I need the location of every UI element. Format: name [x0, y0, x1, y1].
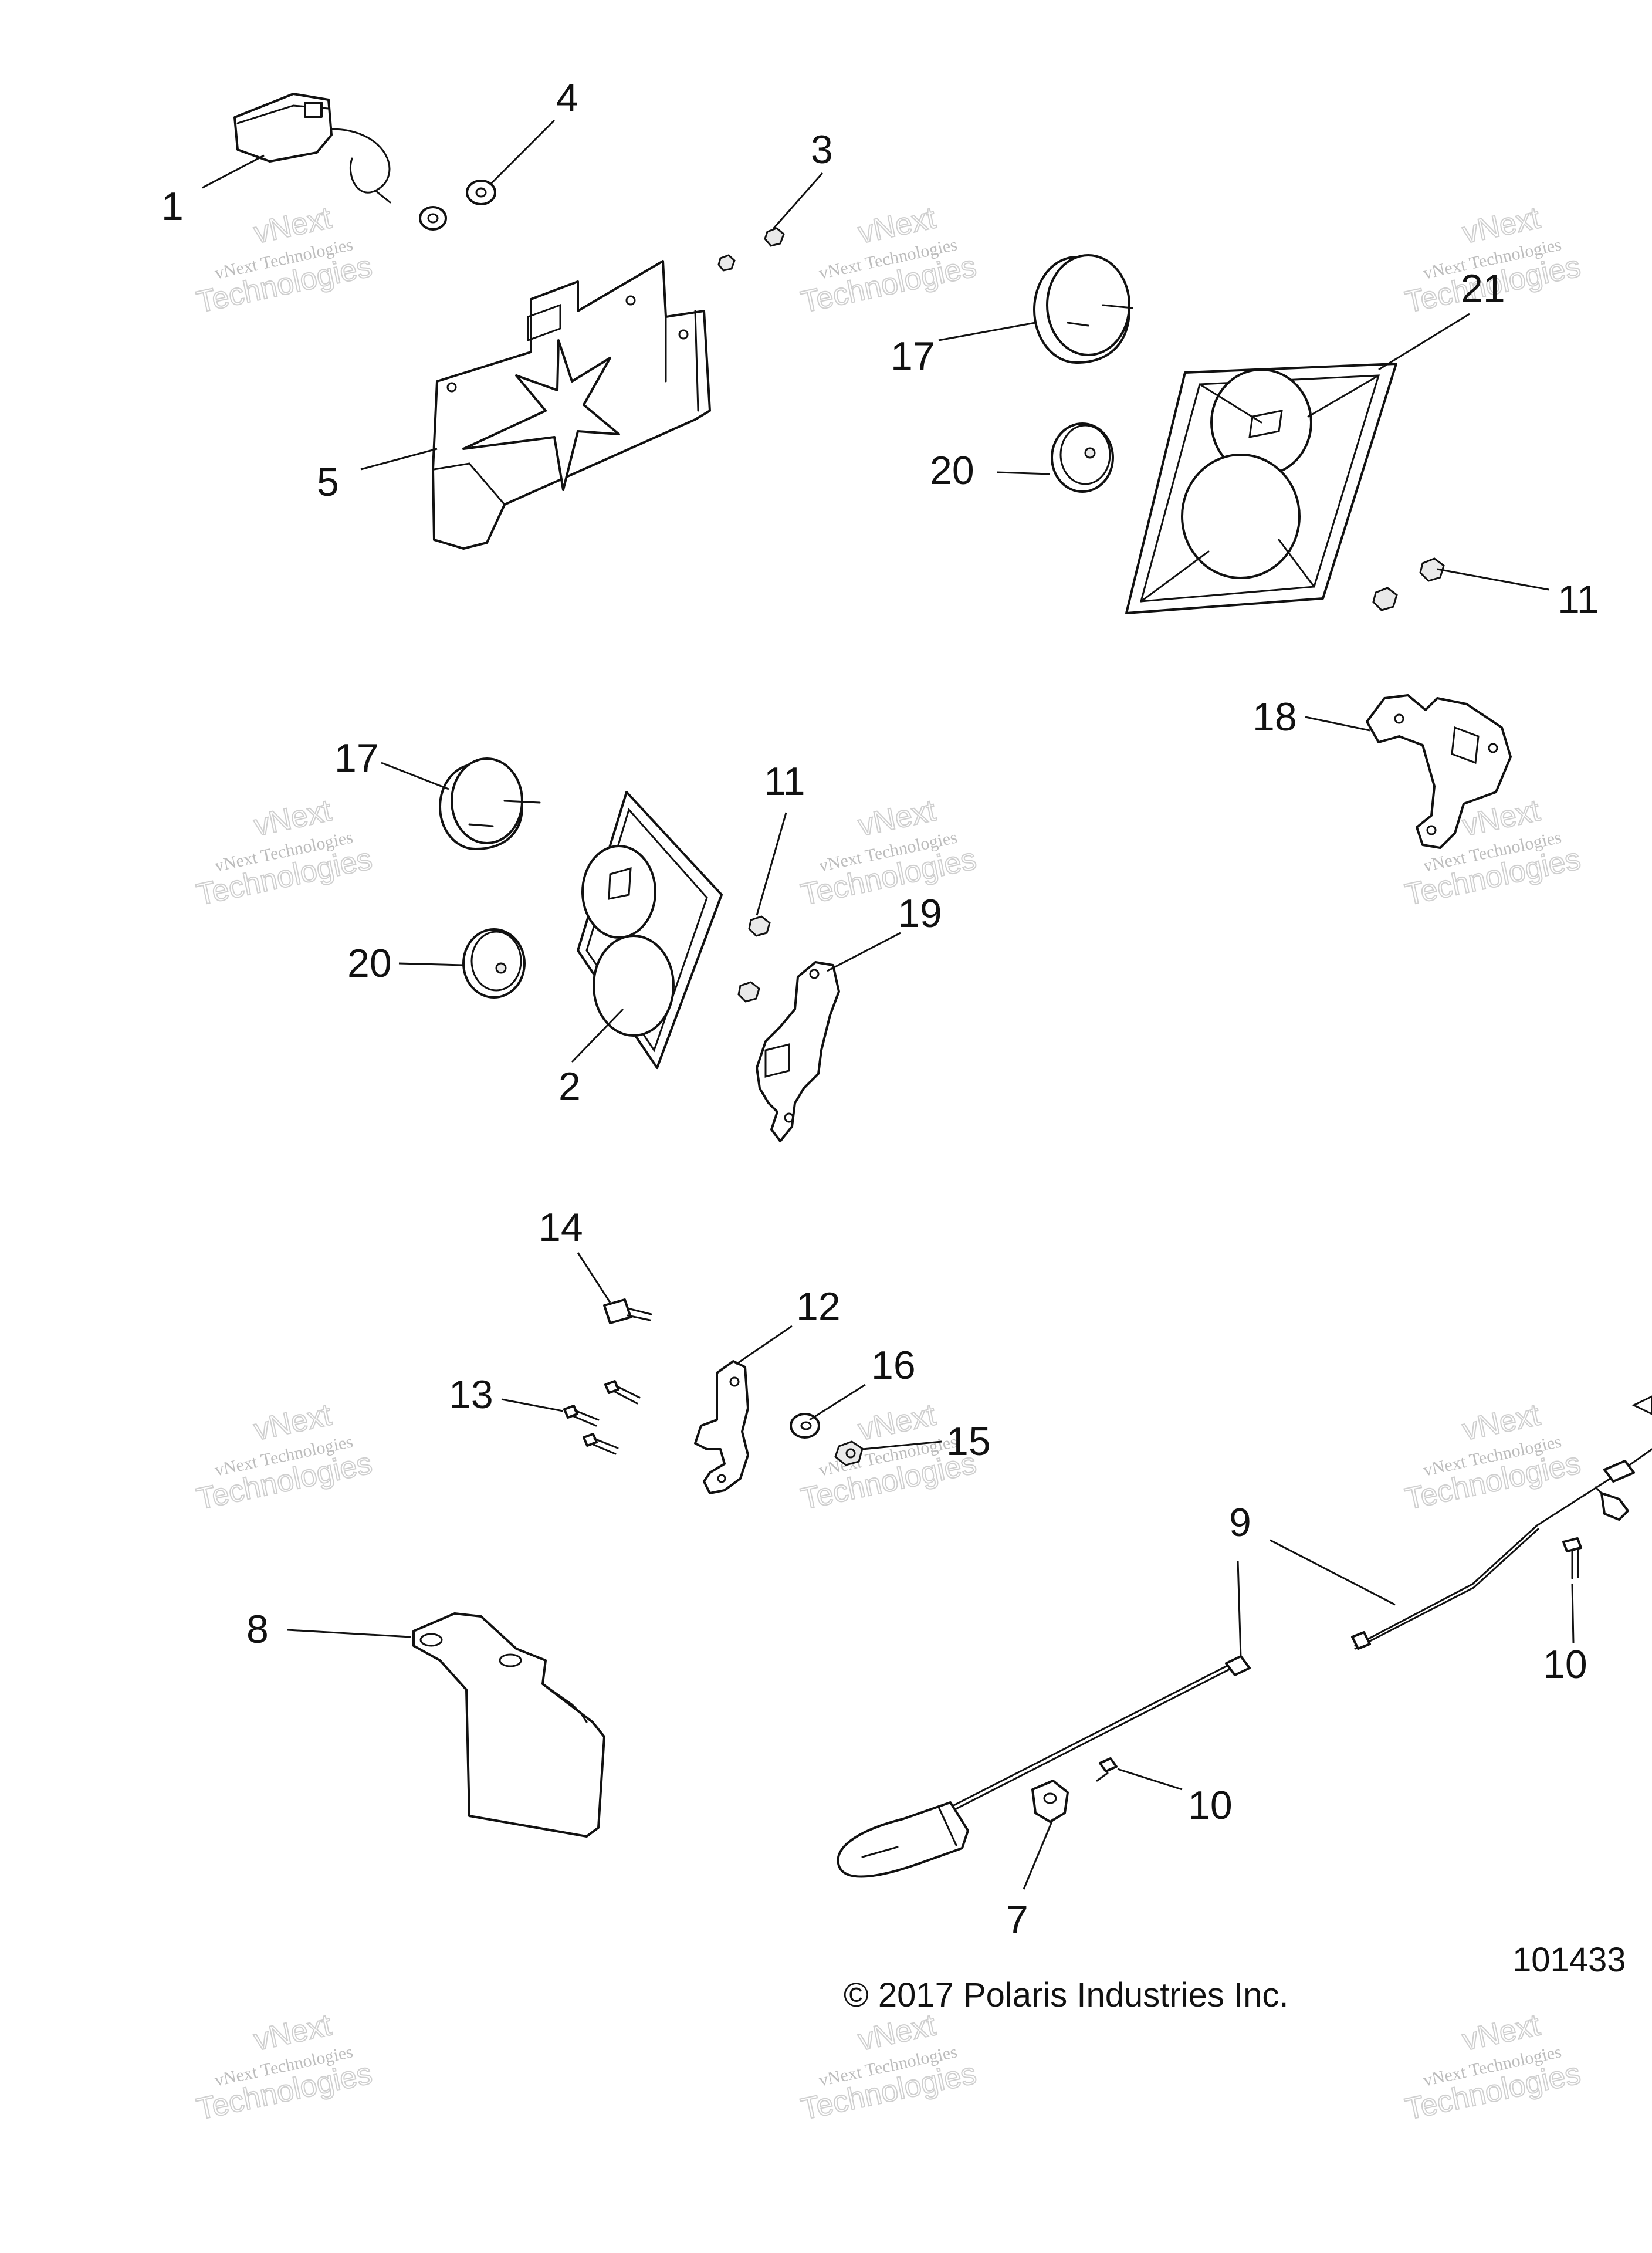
part-18-bracket — [1366, 694, 1512, 849]
part-16-washer — [790, 1413, 820, 1439]
watermark: vNext vNext Technologies Technologies — [797, 793, 980, 912]
callout-14: 14 — [539, 1205, 583, 1250]
diagram-id: 101433 — [1512, 1941, 1626, 1979]
watermark: vNext vNext Technologies Technologies — [1402, 793, 1584, 912]
callouts: 1 4 3 5 17 20 21 11 18 17 11 20 2 19 14 … — [161, 76, 1599, 1942]
callout-10-right: 10 — [1543, 1642, 1587, 1687]
watermark: vNext vNext Technologies Technologies — [193, 200, 375, 320]
callout-19: 19 — [898, 891, 942, 936]
callout-20-mid: 20 — [347, 941, 392, 986]
part-20-lens-mid — [462, 928, 526, 999]
part-15-nut — [834, 1440, 864, 1466]
watermark: vNext vNext Technologies Technologies — [193, 2007, 375, 2127]
callout-13: 13 — [449, 1372, 493, 1417]
part-11-nut-mid — [737, 915, 771, 1003]
callout-2: 2 — [558, 1064, 581, 1109]
callout-20-top: 20 — [930, 448, 974, 493]
part-10-screw-right — [1562, 1537, 1582, 1579]
callout-17-mid: 17 — [334, 736, 379, 780]
callout-8: 8 — [246, 1607, 269, 1652]
part-17-light-top — [1033, 254, 1133, 364]
part-11-nut-top — [1372, 557, 1445, 611]
callout-15: 15 — [946, 1419, 991, 1464]
callout-11-mid: 11 — [764, 759, 805, 804]
part-19-bracket — [756, 961, 840, 1142]
watermark: vNext vNext Technologies Technologies — [193, 793, 375, 912]
watermark: vNext vNext Technologies Technologies — [1402, 1397, 1584, 1517]
part-8-mud-flap — [412, 1612, 605, 1838]
watermark: vNext vNext Technologies Technologies — [193, 1397, 375, 1517]
part-1-light-housing — [233, 93, 391, 204]
leader-lines — [202, 119, 1575, 1890]
callout-17-top: 17 — [891, 334, 935, 378]
part-17-light-mid — [439, 757, 541, 850]
callout-3: 3 — [811, 127, 833, 172]
part-2-light-housing — [577, 791, 723, 1069]
part-9-harness — [1351, 1395, 1652, 1650]
part-21-light-frame — [1125, 363, 1397, 614]
callout-4: 4 — [556, 76, 578, 120]
watermark: vNext vNext Technologies Technologies — [797, 200, 980, 320]
watermark: vNext vNext Technologies Technologies — [797, 2007, 980, 2127]
part-4-washer — [419, 180, 496, 231]
part-20-lens-top — [1051, 422, 1114, 493]
part-10-screw-bottom — [1096, 1757, 1118, 1782]
callout-7: 7 — [1006, 1897, 1028, 1942]
callout-12: 12 — [796, 1284, 841, 1329]
watermark: vNext vNext Technologies Technologies — [1402, 2007, 1584, 2127]
part-7-turn-signal — [837, 1655, 1251, 1878]
callout-5: 5 — [317, 460, 339, 505]
callout-9: 9 — [1229, 1500, 1251, 1545]
callout-1: 1 — [161, 184, 184, 229]
part-14-screw — [603, 1298, 652, 1324]
part-12-bracket — [694, 1360, 749, 1494]
callout-11-top: 11 — [1558, 577, 1599, 622]
callout-21: 21 — [1461, 266, 1505, 311]
callout-10-bottom: 10 — [1188, 1783, 1233, 1828]
copyright-text: © 2017 Polaris Industries Inc. — [844, 1976, 1288, 2014]
callout-16: 16 — [871, 1343, 916, 1388]
part-5-plate-bracket — [432, 260, 711, 550]
part-13-bolt — [563, 1380, 641, 1455]
callout-18: 18 — [1252, 695, 1297, 739]
part-3-nut — [717, 227, 785, 272]
